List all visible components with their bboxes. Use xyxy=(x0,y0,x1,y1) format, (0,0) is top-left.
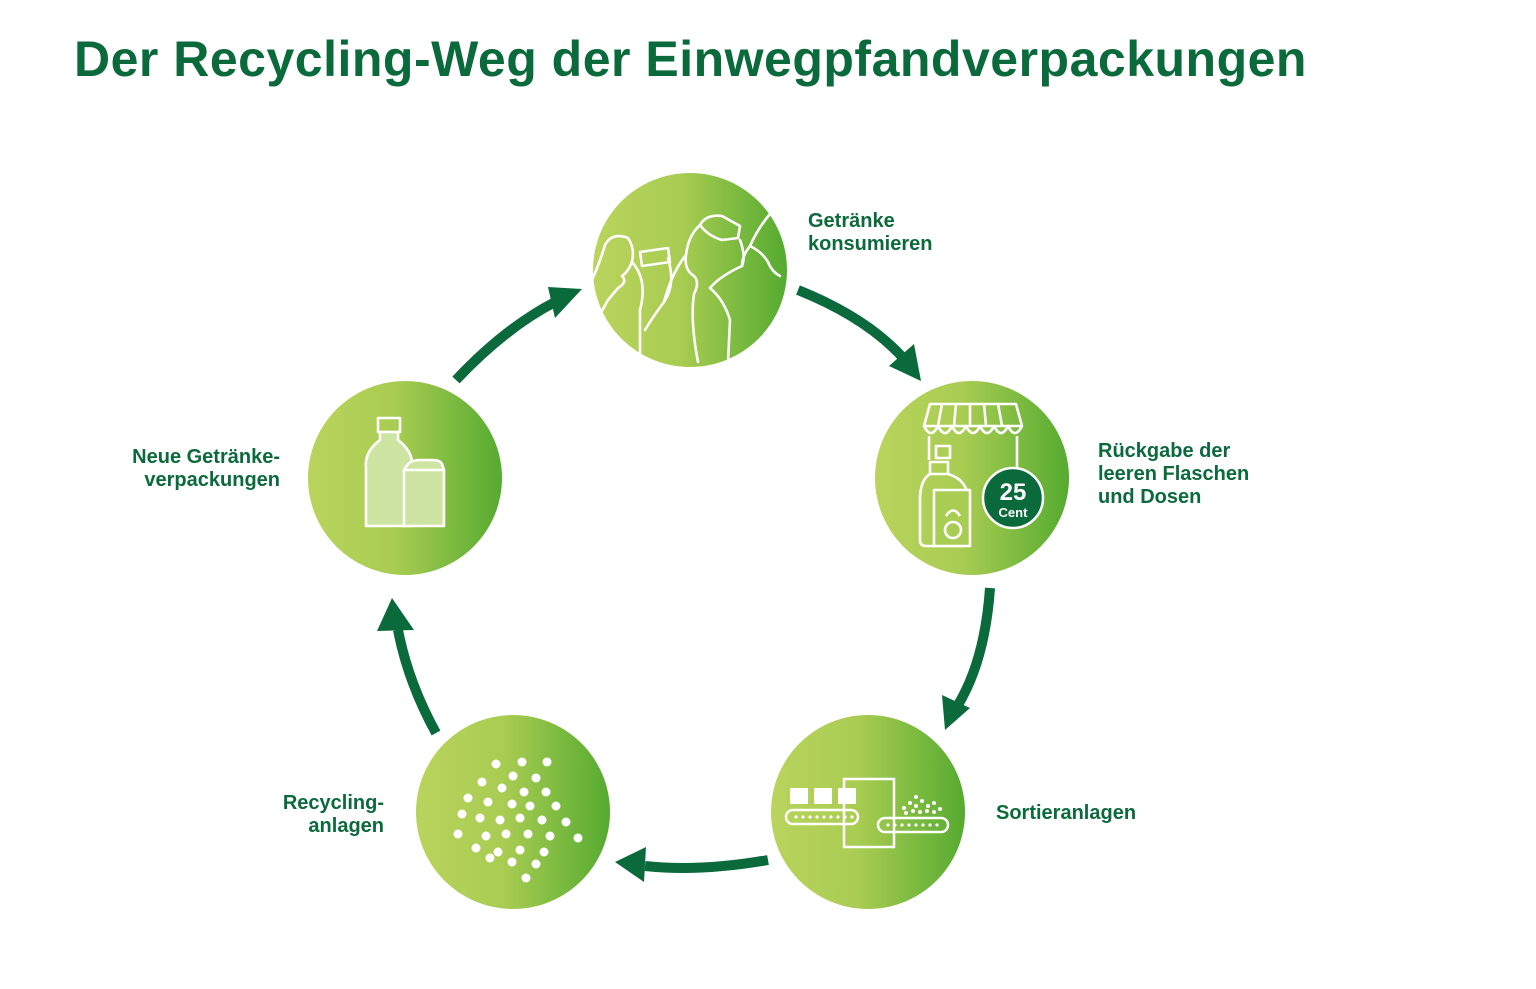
cycle-arrows xyxy=(393,285,995,873)
arrow-new-to-consume xyxy=(452,297,558,384)
store-deposit-icon xyxy=(918,402,1024,548)
step-return: 25 Cent xyxy=(875,381,1069,575)
step-consume xyxy=(593,173,787,367)
circle-recycling xyxy=(416,715,610,909)
arrow-recycling-to-new xyxy=(393,629,441,736)
step-recycling xyxy=(416,715,610,909)
sorting-conveyor-icon xyxy=(784,777,950,849)
people-drinking-icon xyxy=(593,212,782,364)
label-return: Rückgabe der leeren Flaschen und Dosen xyxy=(1098,440,1250,508)
arrow-sorting-to-recycling xyxy=(644,855,769,873)
label-new-packaging: Neue Getränke- verpackungen xyxy=(132,446,280,491)
label-recycling: Recycling- anlagen xyxy=(282,792,384,837)
pellets-icon xyxy=(453,757,583,883)
label-sorting: Sortieranlagen xyxy=(996,802,1137,824)
arrow-consume-to-return xyxy=(796,285,909,364)
circle-sorting xyxy=(771,715,965,909)
arrow-return-to-sorting xyxy=(953,587,995,708)
circle-return xyxy=(875,381,1069,575)
label-consume: Getränke konsumieren xyxy=(808,210,933,255)
deposit-badge: 25 Cent xyxy=(981,466,1045,530)
step-new-packaging xyxy=(308,381,502,575)
arrow-heads xyxy=(377,287,970,882)
deposit-badge-value: 25 xyxy=(1000,479,1027,506)
circle-consume xyxy=(593,173,787,367)
bottle-can-icon xyxy=(364,416,446,528)
page-title: Der Recycling-Weg der Einwegpfandverpack… xyxy=(74,31,1307,87)
deposit-badge-unit: Cent xyxy=(999,505,1029,520)
step-sorting xyxy=(771,715,965,909)
